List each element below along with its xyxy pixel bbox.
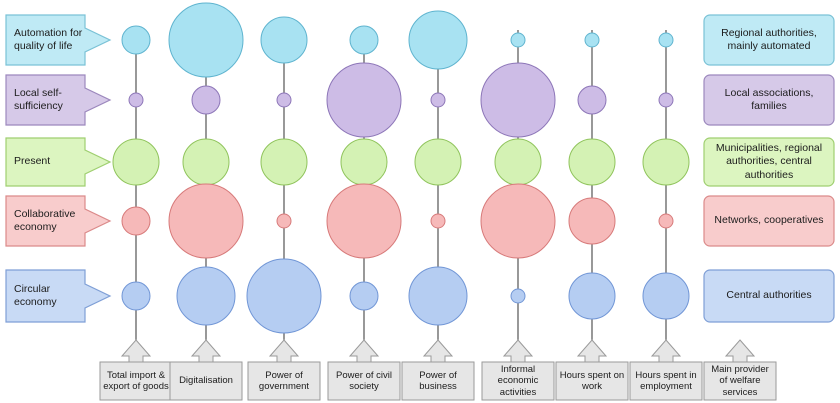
category-label: Informal economic activities [497, 363, 539, 398]
bubble [276, 92, 292, 108]
category-label: Power of business [419, 369, 457, 392]
bubble [494, 138, 542, 186]
category-label: Main provider of welfare services [711, 363, 769, 398]
bubble [584, 32, 600, 48]
bubble [658, 92, 674, 108]
bubble [191, 85, 221, 115]
category-label: Power of government [258, 369, 310, 392]
row-arrow [5, 14, 112, 66]
bubble [112, 138, 160, 186]
provider-box [703, 137, 835, 187]
bubble [658, 213, 674, 229]
bubble [480, 62, 556, 138]
bubble [340, 138, 388, 186]
up-arrow [724, 339, 756, 363]
category-box [247, 361, 321, 401]
bubble [480, 183, 556, 259]
up-arrow [348, 339, 380, 363]
bubble [414, 138, 462, 186]
up-arrow [576, 339, 608, 363]
bubble [568, 197, 616, 245]
bubble [260, 138, 308, 186]
category-box [327, 361, 401, 401]
bubble [182, 138, 230, 186]
category-label: Digitalisation [179, 375, 233, 387]
row-label: Present [14, 155, 51, 168]
bubble [577, 85, 607, 115]
row-label: Circular economy [14, 282, 57, 308]
provider-box [703, 14, 835, 66]
provider-box [703, 195, 835, 247]
bubble [568, 272, 616, 320]
category-box [169, 361, 243, 401]
up-arrow [120, 339, 152, 363]
bubble [121, 25, 151, 55]
row-arrow [5, 137, 112, 187]
bubble [349, 281, 379, 311]
category-box [481, 361, 555, 401]
up-arrow [190, 339, 222, 363]
bubble [260, 16, 308, 64]
category-box [99, 361, 173, 401]
provider-label: Regional authorities, mainly automated [721, 26, 817, 52]
category-label: Hours spent in employment [635, 369, 697, 392]
bubble [642, 272, 690, 320]
row-arrow [5, 74, 112, 126]
bubble [168, 183, 244, 259]
bubble [246, 258, 322, 334]
provider-box [703, 74, 835, 126]
category-box [401, 361, 475, 401]
provider-label: Networks, cooperatives [714, 214, 824, 227]
row-label: Collaborative economy [14, 207, 76, 233]
bubble [168, 2, 244, 78]
bubble [121, 206, 151, 236]
category-box [629, 361, 703, 401]
row-arrow [5, 269, 112, 323]
category-box [703, 361, 777, 401]
category-label: Hours spent on work [559, 369, 625, 392]
category-label: Total import & export of goods [103, 369, 169, 392]
bubble [510, 288, 526, 304]
up-arrow [650, 339, 682, 363]
provider-box [703, 269, 835, 323]
row-label: Local self-sufficiency [14, 86, 63, 112]
bubble [176, 266, 236, 326]
category-box [555, 361, 629, 401]
bubble [128, 92, 144, 108]
bubble [658, 32, 674, 48]
bubble [349, 25, 379, 55]
bubble [642, 138, 690, 186]
bubble [430, 213, 446, 229]
provider-label: Central authorities [726, 289, 812, 302]
bubble [408, 10, 468, 70]
bubble [568, 138, 616, 186]
row-arrow [5, 195, 112, 247]
bubble [510, 32, 526, 48]
up-arrow [422, 339, 454, 363]
bubble [326, 183, 402, 259]
bubble [430, 92, 446, 108]
row-label: Automation for quality of life [14, 26, 83, 52]
bubble [326, 62, 402, 138]
provider-label: Local associations, families [724, 86, 814, 112]
up-arrow [268, 339, 300, 363]
up-arrow [502, 339, 534, 363]
bubble [276, 213, 292, 229]
bubble [408, 266, 468, 326]
category-label: Power of civil society [336, 369, 392, 392]
bubble [121, 281, 151, 311]
provider-label: Municipalities, regional authorities, ce… [715, 142, 823, 181]
